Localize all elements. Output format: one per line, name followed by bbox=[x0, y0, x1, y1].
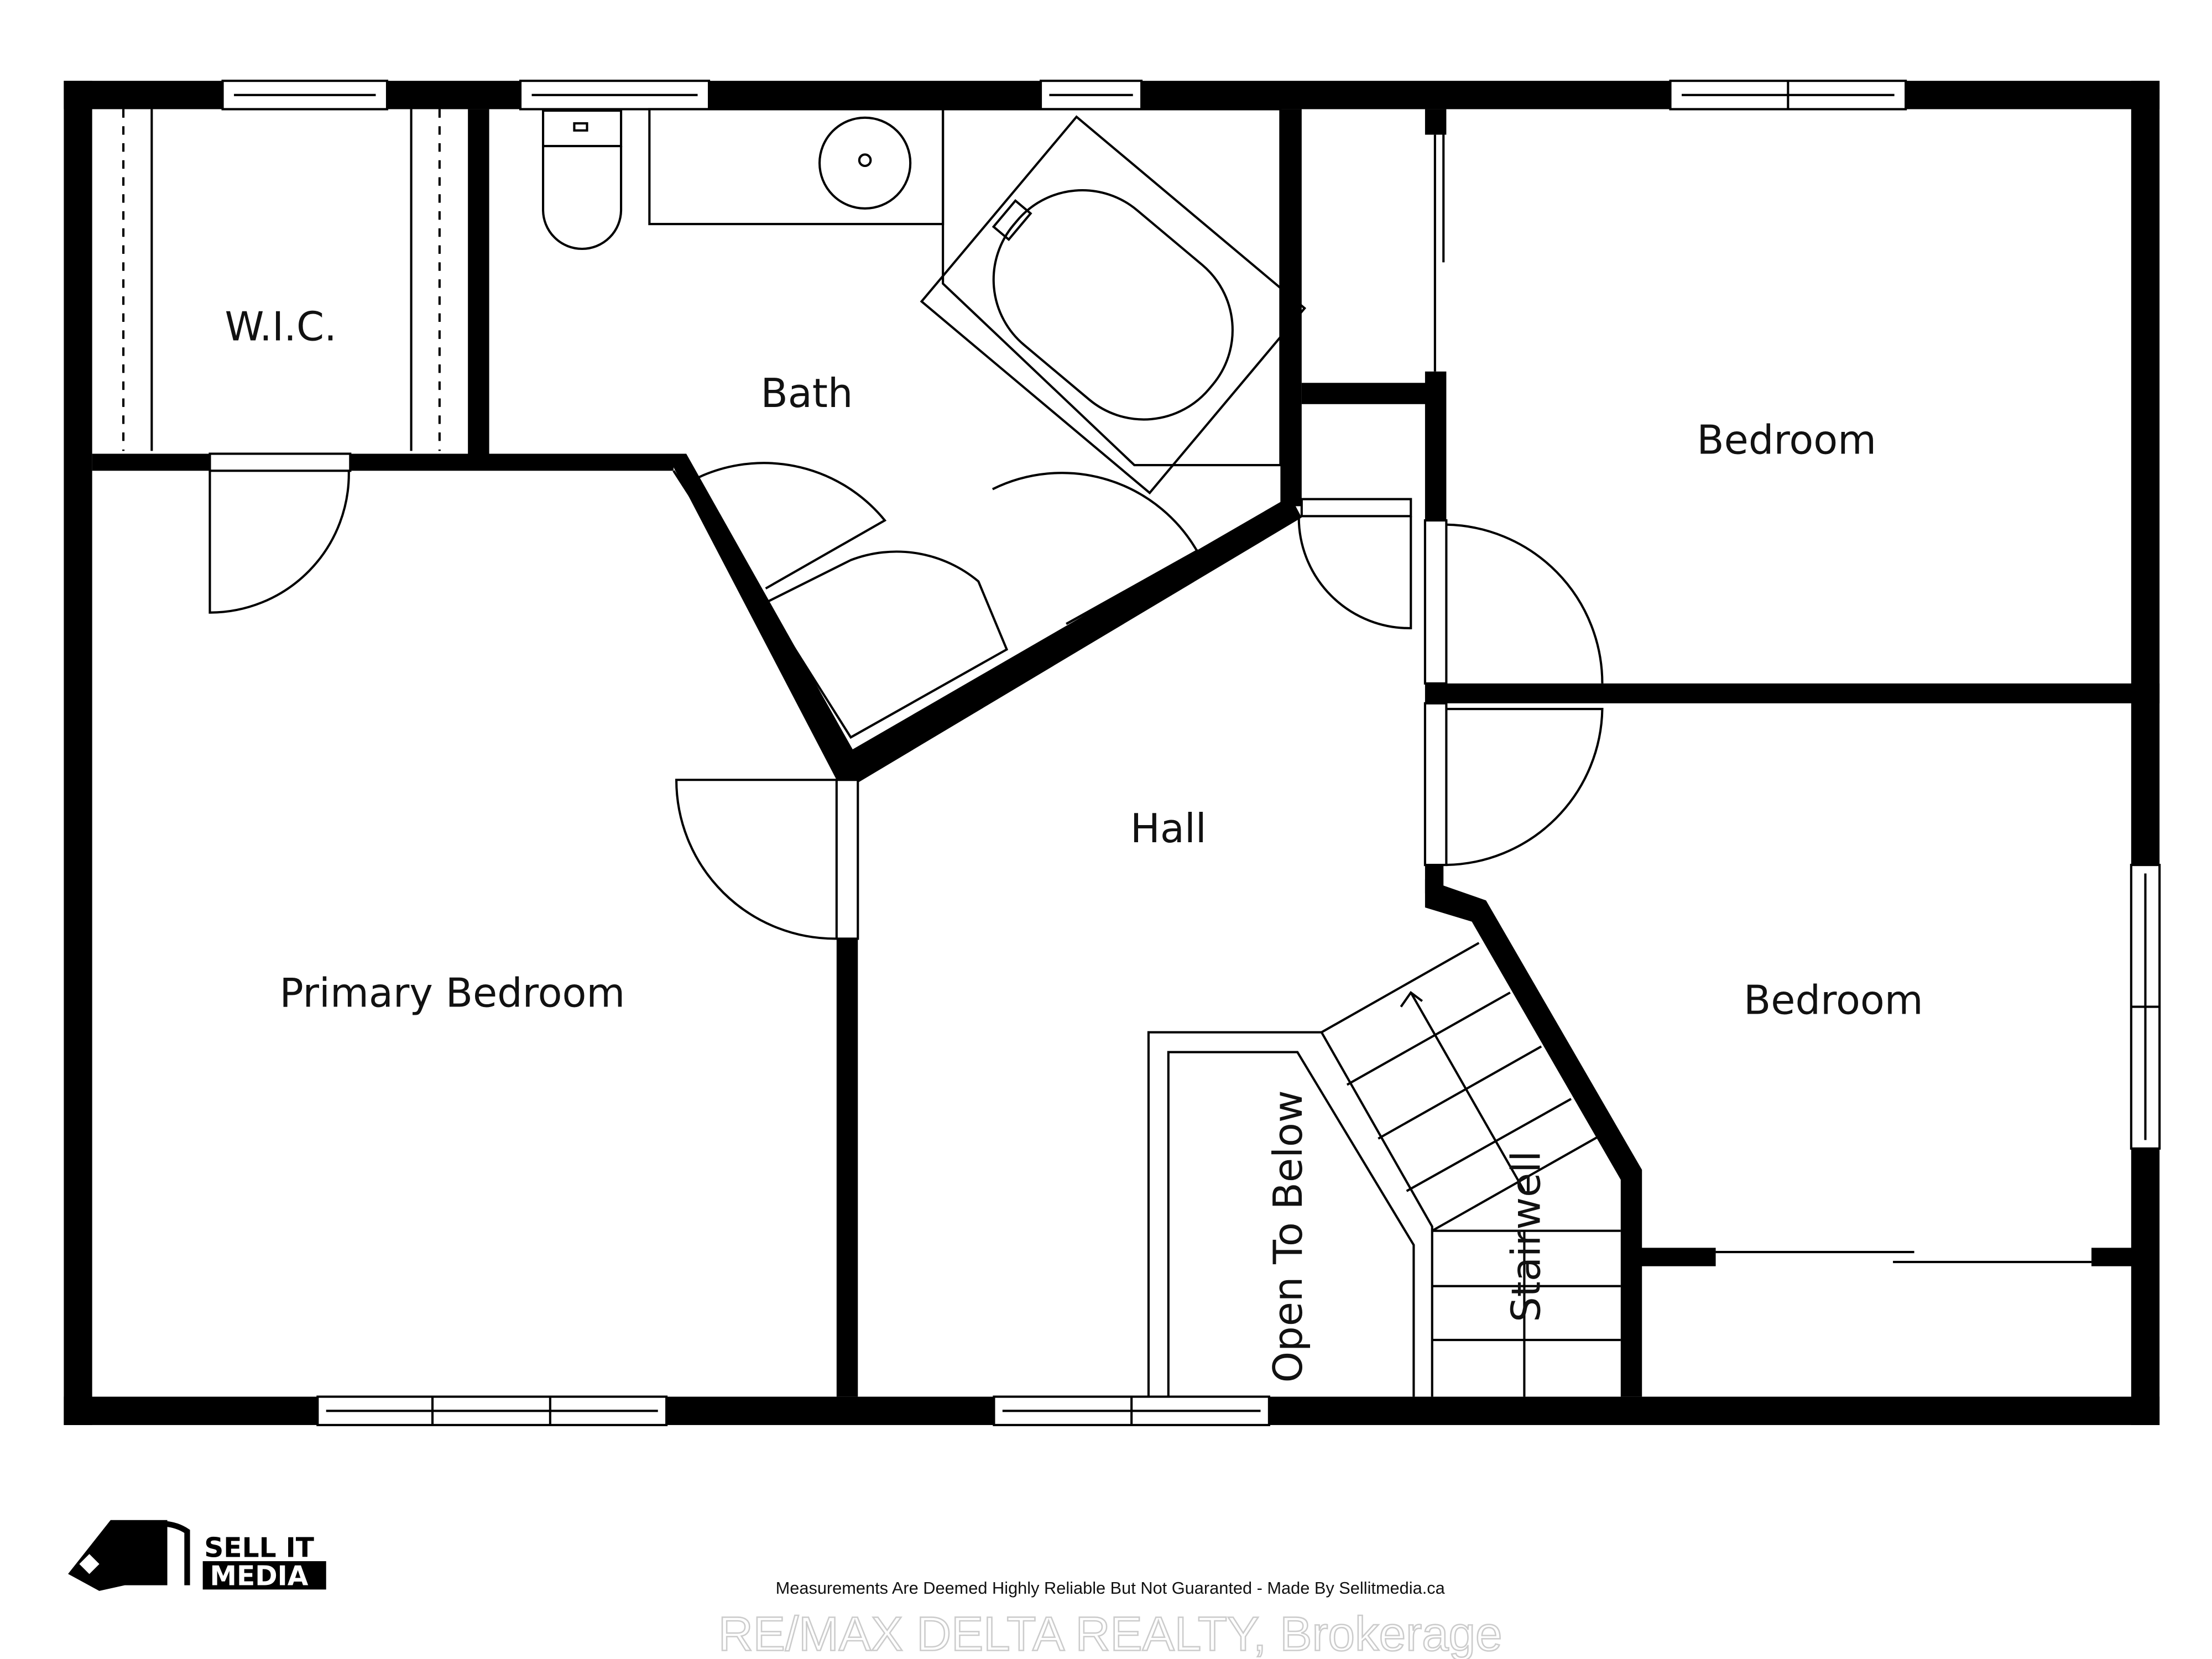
room-label-stairwell: Stairwell bbox=[1503, 1151, 1550, 1322]
watermark: RE/MAX DELTA REALTY, Brokerage bbox=[718, 1608, 1503, 1659]
windows bbox=[221, 80, 2161, 1426]
room-label-open-to-below: Open To Below bbox=[1265, 1090, 1311, 1383]
room-label-bedroom-bottom: Bedroom bbox=[1744, 977, 1923, 1023]
room-label-wic: W.I.C. bbox=[225, 303, 336, 349]
interior-walls bbox=[92, 109, 2160, 1397]
disclaimer: Measurements Are Deemed Highly Reliable … bbox=[776, 1578, 1446, 1598]
doors bbox=[208, 127, 2092, 1264]
logo-line1: SELL IT bbox=[204, 1532, 314, 1563]
room-label-bedroom-top: Bedroom bbox=[1697, 417, 1876, 463]
closet-rods bbox=[122, 109, 441, 451]
bath-fixtures bbox=[542, 108, 1307, 495]
sell-it-media-logo: SELL IT MEDIA bbox=[68, 1520, 326, 1592]
room-label-bath: Bath bbox=[761, 370, 853, 416]
logo-line2: MEDIA bbox=[210, 1561, 308, 1592]
outer-walls bbox=[64, 81, 2160, 1425]
room-label-primary-bedroom: Primary Bedroom bbox=[280, 970, 625, 1016]
room-label-hall: Hall bbox=[1130, 805, 1207, 852]
stairs bbox=[1147, 942, 1621, 1397]
